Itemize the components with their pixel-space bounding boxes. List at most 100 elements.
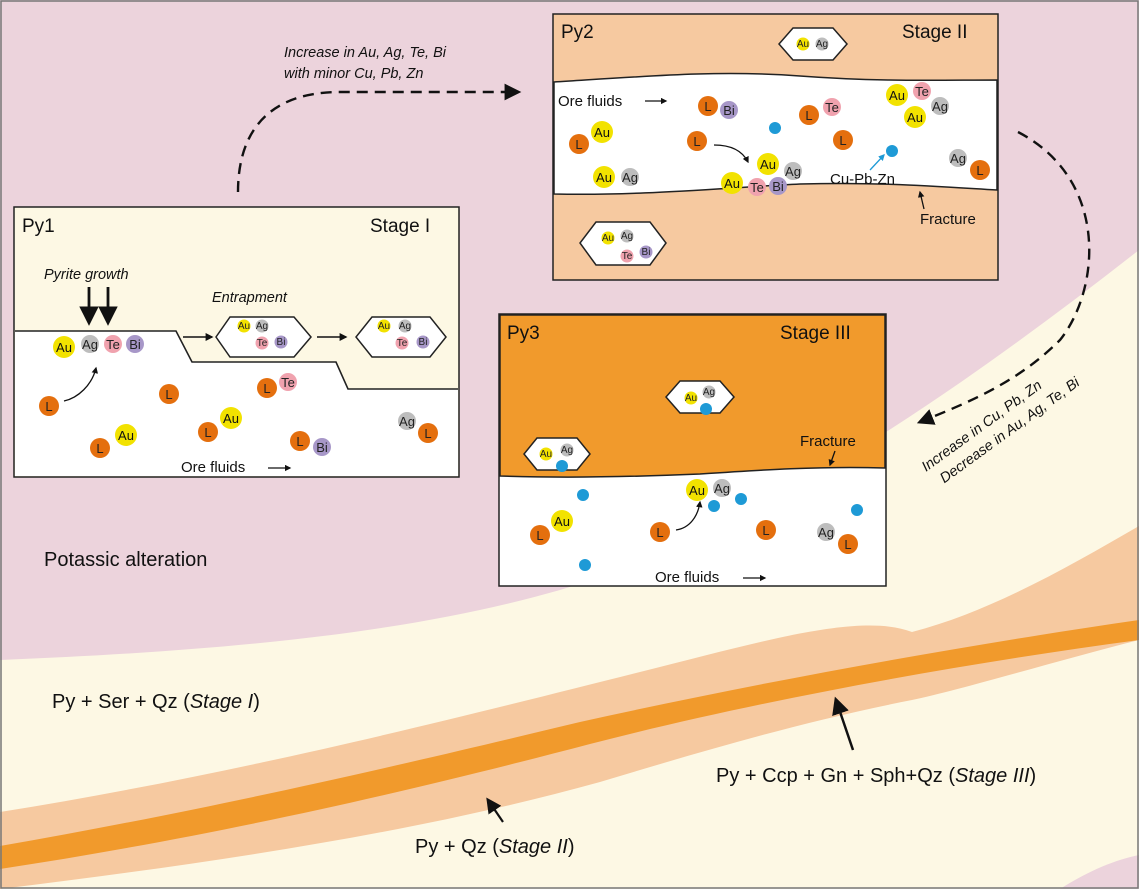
ag-particle-22 [398, 412, 416, 430]
l-particle-20 [290, 431, 310, 451]
ag-particle-54 [702, 385, 716, 399]
te-particle-35 [913, 82, 931, 100]
l-label-32: L [805, 108, 812, 123]
au-particle-17 [115, 424, 137, 446]
py1-title: Py1 [22, 216, 55, 237]
vein-pink-strip [1060, 855, 1139, 889]
cu-pb-zn-particle-64 [851, 504, 863, 516]
l-label-65: L [536, 528, 543, 543]
py3-fracture-label: Fracture [800, 433, 856, 450]
au-label-19: Au [223, 411, 239, 426]
ag-particle-60 [713, 479, 731, 497]
te-particle-15 [279, 373, 297, 391]
au-particle-19 [220, 407, 242, 429]
au-label-49: Au [596, 170, 612, 185]
l-label-68: L [762, 523, 769, 538]
py2-stage-label: Stage II [902, 22, 968, 43]
ag-label-9: Ag [399, 321, 411, 332]
py2-cu-pb-zn-arrow [869, 154, 885, 171]
l-label-18: L [204, 425, 211, 440]
l-particle-32 [799, 105, 819, 125]
au-label-59: Au [689, 483, 705, 498]
stage2-pointer-arrow [486, 797, 504, 823]
ag-label-36: Ag [932, 99, 948, 114]
py3-inclusion-crystal-top [665, 380, 735, 414]
increase-note-line1: Increase in Au, Ag, Te, Bi [284, 45, 447, 61]
ag-label-5: Ag [256, 321, 268, 332]
au-particle-49 [593, 166, 615, 188]
au-particle-24 [796, 37, 810, 51]
au-label-17: Au [118, 428, 134, 443]
te-label-28: Te [622, 251, 633, 262]
l-particle-12 [39, 396, 59, 416]
te-particle-28 [620, 249, 634, 263]
au-label-24: Au [797, 39, 809, 50]
stage3-assemblage-label: Py + Ccp + Gn + Sph+Qz (Stage III) [716, 765, 1036, 787]
cu-pb-zn-particle-61 [708, 500, 720, 512]
l-label-30: L [704, 99, 711, 114]
cu-pb-zn-particle-71 [579, 559, 591, 571]
au-particle-44 [757, 153, 779, 175]
ag-particle-69 [817, 523, 835, 541]
py3-panel: Py3 Stage III Fracture Ore fluids [498, 313, 887, 587]
py3-title: Py3 [507, 323, 540, 344]
au-particle-66 [551, 510, 573, 532]
py1-entrapment-label: Entrapment [212, 290, 288, 306]
l-particle-14 [257, 378, 277, 398]
py1-to-py2-dashed-arrow [236, 83, 522, 193]
bi-particle-48 [769, 177, 787, 195]
l-particle-67 [650, 522, 670, 542]
ag-particle-25 [815, 37, 829, 51]
py3-fracture-arrow [828, 450, 836, 467]
au-label-26: Au [602, 233, 614, 244]
au-label-37: Au [907, 110, 923, 125]
l-particle-40 [687, 131, 707, 151]
ag-label-27: Ag [621, 231, 633, 242]
au-label-46: Au [724, 176, 740, 191]
au-label-8: Au [378, 321, 390, 332]
py2-title: Py2 [561, 22, 594, 43]
bi-particle-11 [416, 335, 430, 349]
stage3-pointer-arrow [832, 696, 855, 751]
py2-inclusion-crystal-top [778, 27, 848, 61]
ag-label-69: Ag [818, 525, 834, 540]
te-label-33: Te [825, 100, 839, 115]
l-particle-65 [530, 525, 550, 545]
l-label-52: L [976, 163, 983, 178]
ag-particle-5 [255, 319, 269, 333]
te-label-2: Te [106, 337, 120, 352]
bi-label-21: Bi [316, 440, 328, 455]
au-particle-8 [377, 319, 391, 333]
ag-particle-1 [81, 335, 99, 353]
au-label-39: Au [594, 125, 610, 140]
py2-to-py3-dashed-arrow [916, 130, 1091, 425]
au-particle-59 [686, 479, 708, 501]
l-label-23: L [424, 426, 431, 441]
py1-ore-fluids-label: Ore fluids [181, 459, 245, 476]
bi-label-29: Bi [642, 247, 651, 258]
bi-particle-29 [639, 245, 653, 259]
ag-particle-9 [398, 319, 412, 333]
l-label-20: L [296, 434, 303, 449]
vein-inner-light [0, 690, 1139, 889]
te-particle-33 [823, 98, 841, 116]
au-particle-0 [53, 336, 75, 358]
l-label-16: L [96, 441, 103, 456]
py2-ore-fluids-label: Ore fluids [558, 93, 622, 110]
l-particle-16 [90, 438, 110, 458]
ag-label-60: Ag [714, 481, 730, 496]
l-label-12: L [45, 399, 52, 414]
te-label-10: Te [397, 338, 408, 349]
cu-pb-zn-particle-55 [700, 403, 712, 415]
l-particle-30 [698, 96, 718, 116]
au-particle-46 [721, 172, 743, 194]
stage1-assemblage-label: Py + Ser + Qz (Stage I) [52, 691, 260, 713]
bi-particle-3 [126, 335, 144, 353]
au-particle-39 [591, 121, 613, 143]
te-label-35: Te [915, 84, 929, 99]
te-particle-6 [255, 336, 269, 350]
ag-label-1: Ag [82, 337, 98, 352]
py3-capture-arrow [675, 500, 703, 531]
bi-particle-21 [313, 438, 331, 456]
